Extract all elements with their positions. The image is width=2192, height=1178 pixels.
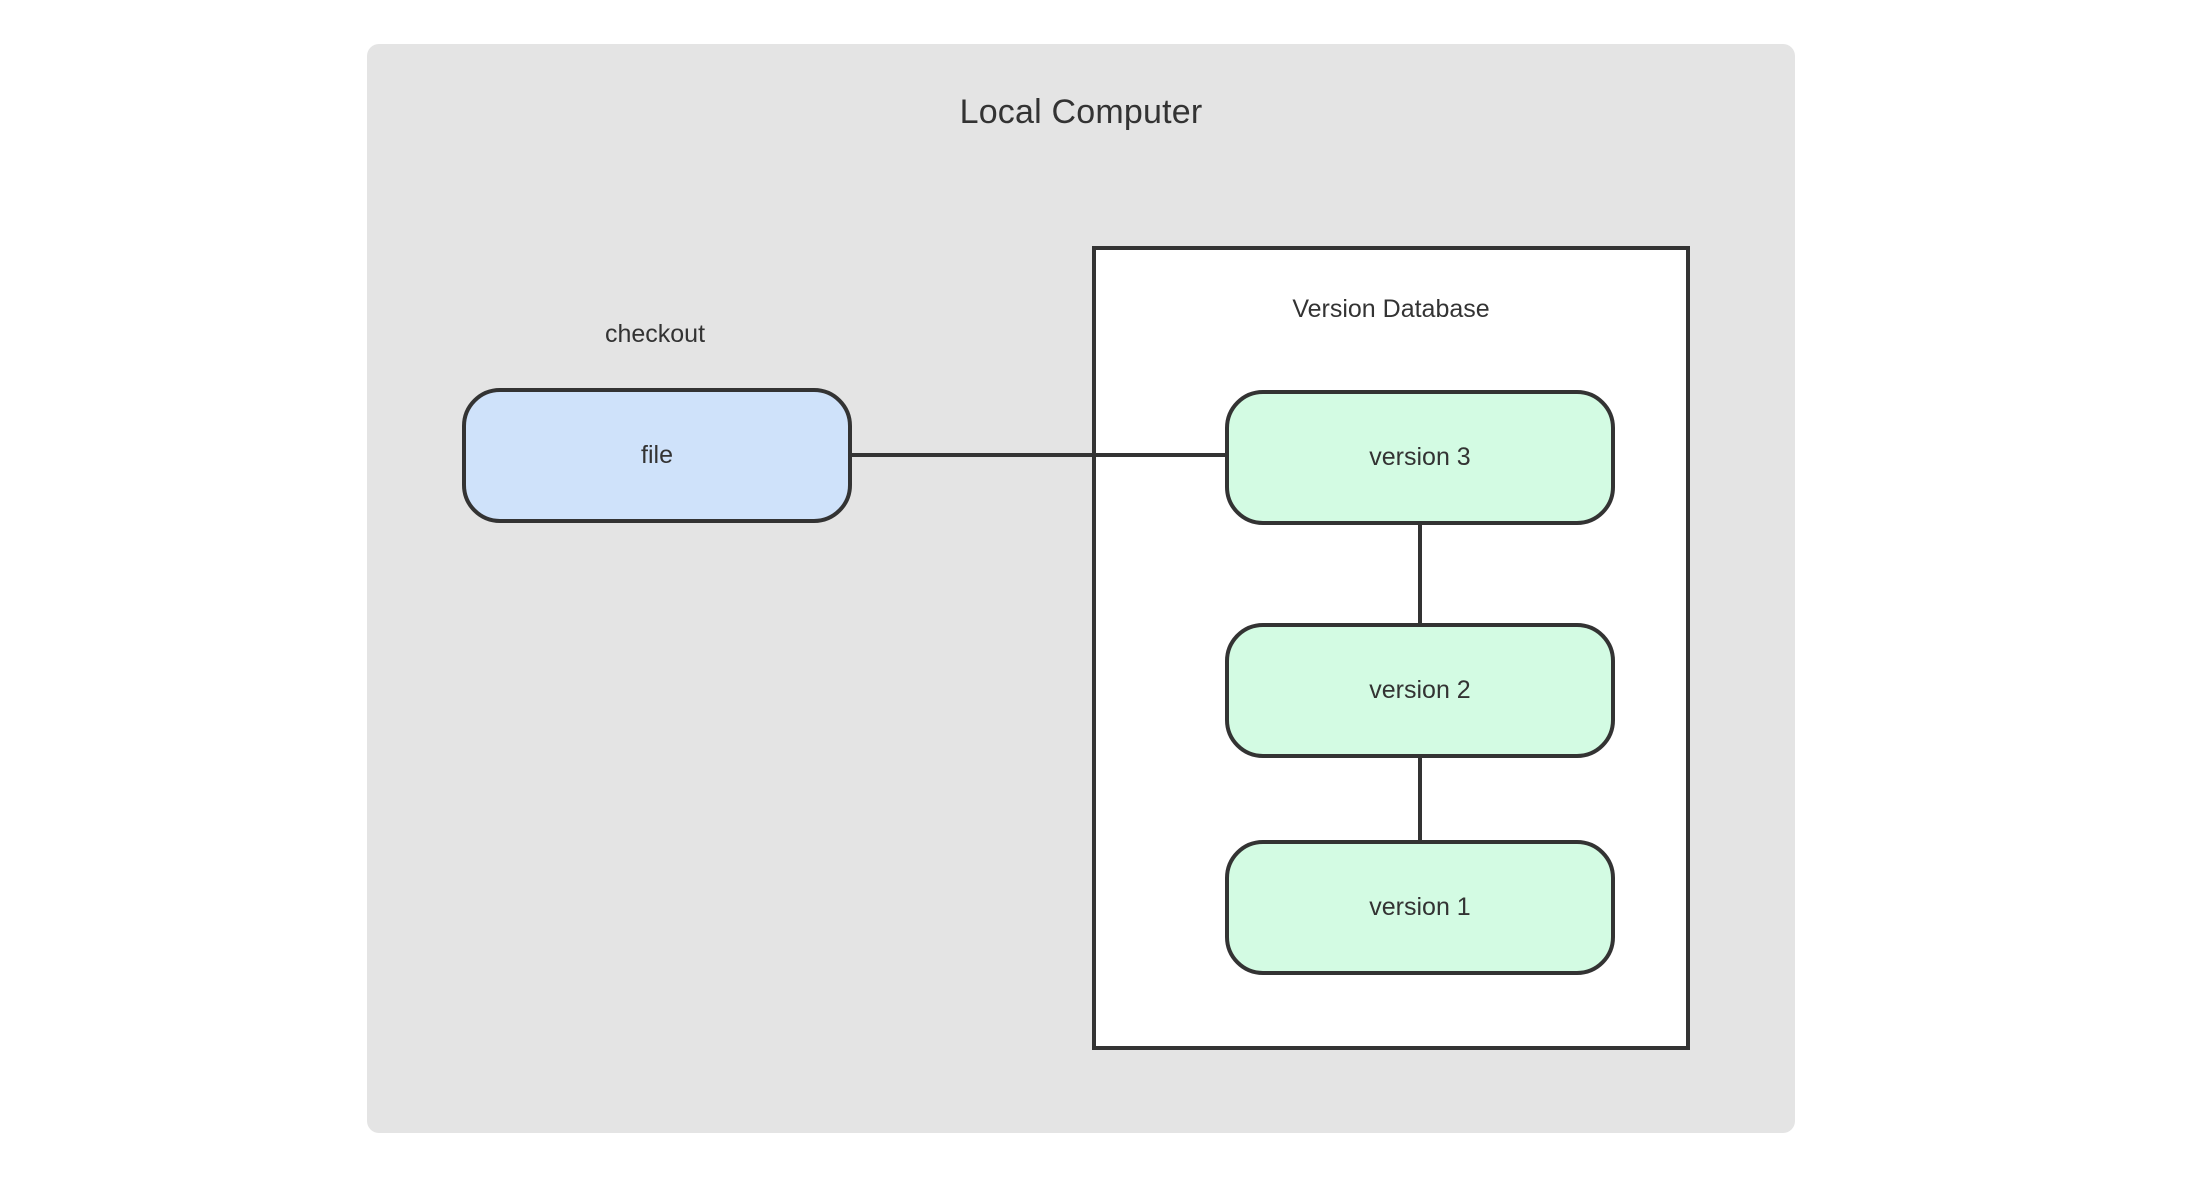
checkout-label: checkout bbox=[604, 320, 706, 348]
edge-file-to-version3 bbox=[845, 453, 1227, 457]
node-file[interactable]: file bbox=[462, 388, 852, 523]
version-database-label: Version Database bbox=[1292, 295, 1490, 323]
diagram-title: Local Computer bbox=[959, 93, 1203, 131]
node-version-3[interactable]: version 3 bbox=[1225, 390, 1615, 525]
edge-version2-to-version1 bbox=[1418, 756, 1422, 842]
node-version-1[interactable]: version 1 bbox=[1225, 840, 1615, 975]
node-version-2[interactable]: version 2 bbox=[1225, 623, 1615, 758]
edge-version3-to-version2 bbox=[1418, 521, 1422, 625]
